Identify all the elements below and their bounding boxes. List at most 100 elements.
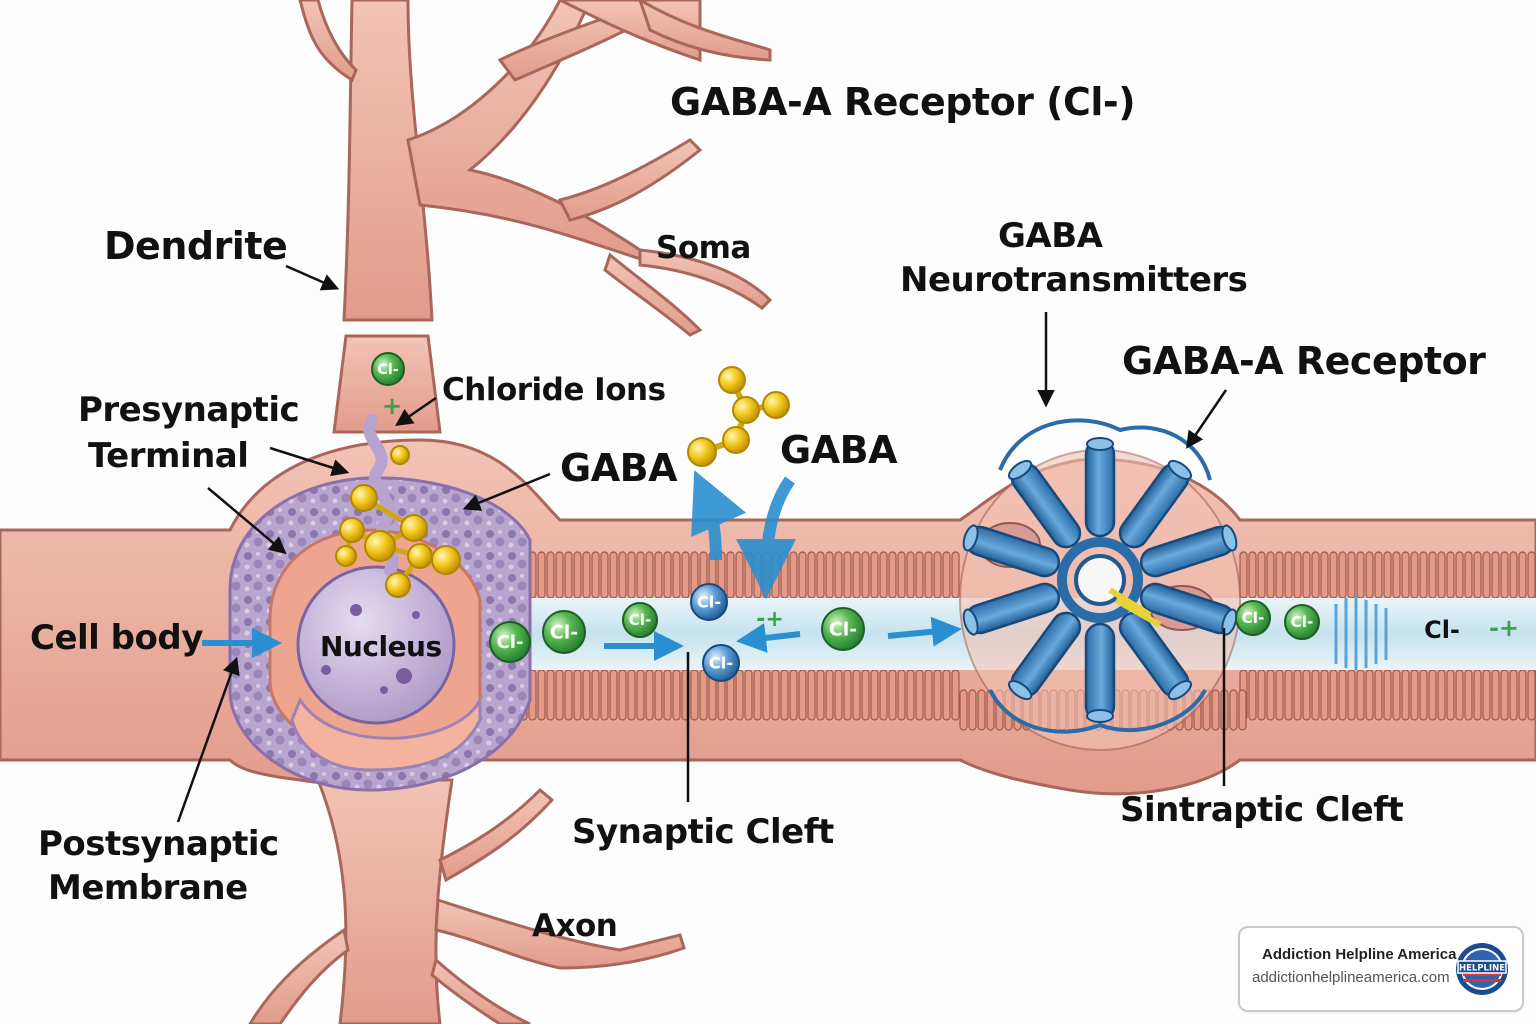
membrane-stripe: [1527, 669, 1536, 721]
membrane-stripe: [672, 669, 681, 721]
receptor-helix: [962, 524, 1061, 578]
label-gaba-neuro-line2: Neurotransmitters: [900, 260, 1248, 300]
membrane-stripe: [1275, 669, 1284, 721]
membrane-stripe: [834, 669, 843, 721]
chloride-ion-label: Cl-: [697, 592, 721, 611]
membrane-stripe: [1211, 689, 1220, 731]
membrane-stripe: [1320, 669, 1329, 721]
receptor-helix: [1139, 524, 1238, 578]
gaba-molecule: [400, 514, 428, 542]
membrane-stripe: [1238, 689, 1247, 731]
membrane-stripe: [1365, 669, 1374, 721]
membrane-stripe: [825, 669, 834, 721]
badge-url[interactable]: addictionhelplineamerica.com: [1252, 969, 1450, 986]
label-chloride-ions: Chloride Ions: [442, 372, 666, 408]
membrane-stripe: [762, 669, 771, 721]
leader-lines: [176, 264, 1228, 823]
membrane-stripe: [843, 551, 852, 599]
gaba-flow-arrows: [202, 470, 962, 661]
membrane-stripe: [1464, 669, 1473, 721]
membrane-stripe: [906, 669, 915, 721]
gaba-molecule: [407, 543, 433, 569]
membrane-stripe: [1302, 551, 1311, 599]
membrane-stripe: [924, 551, 933, 599]
membrane-stripe: [681, 551, 690, 599]
membrane-stripe: [959, 689, 968, 731]
membrane-stripe: [1401, 669, 1410, 721]
membrane-stripe: [1392, 669, 1401, 721]
membrane-stripe: [780, 669, 789, 721]
label-postsynaptic-line2: Membrane: [48, 868, 248, 908]
membrane-stripe: [1455, 551, 1464, 599]
membrane-stripe: [1500, 669, 1509, 721]
membrane-stripe: [1482, 551, 1491, 599]
membrane-stripe: [1311, 551, 1320, 599]
membrane-stripe: [591, 551, 600, 599]
membrane-stripe: [564, 551, 573, 599]
gaba-molecule: [335, 545, 357, 567]
membrane-stripe: [1473, 669, 1482, 721]
label-gaba-neuro-line1: GABA: [998, 216, 1103, 256]
chloride-ion-label: Cl-: [1242, 609, 1265, 627]
membrane-stripe: [1509, 551, 1518, 599]
membrane-stripe: [897, 551, 906, 599]
membrane-stripe: [582, 669, 591, 721]
membrane-stripe: [1293, 551, 1302, 599]
membrane-stripe: [627, 551, 636, 599]
membrane-stripe: [1284, 551, 1293, 599]
membrane-stripe: [654, 669, 663, 721]
membrane-stripe: [1266, 669, 1275, 721]
label-gaba-a-receptor: GABA-A Receptor: [1122, 339, 1486, 383]
membrane-stripe: [1428, 551, 1437, 599]
membrane-stripe: [915, 669, 924, 721]
receptor-helix: [1084, 622, 1116, 723]
membrane-stripe: [564, 669, 573, 721]
membrane-stripe: [834, 551, 843, 599]
chloride-ion-label: Cl-: [550, 621, 578, 643]
label-cell-body: Cell body: [30, 618, 203, 658]
membrane-stripe: [1365, 551, 1374, 599]
membrane-stripe: [600, 669, 609, 721]
membrane-stripe: [798, 551, 807, 599]
membrane-stripe: [609, 669, 618, 721]
chloride-ion-label: Cl-: [829, 618, 857, 640]
membrane-stripe: [1491, 669, 1500, 721]
chloride-ion: Cl-: [542, 610, 586, 654]
receptor-helix: [1139, 582, 1238, 636]
gaba-molecule: [339, 517, 365, 543]
membrane-stripe: [977, 689, 986, 731]
membrane-stripe: [618, 551, 627, 599]
label-synaptic-cleft: Synaptic Cleft: [572, 812, 834, 852]
membrane-stripe: [1311, 669, 1320, 721]
membrane-stripe: [861, 551, 870, 599]
membrane-stripe: [663, 551, 672, 599]
membrane-stripe: [852, 551, 861, 599]
helpline-badge[interactable]: Addiction Helpline America addictionhelp…: [1238, 926, 1524, 1012]
membrane-stripe: [600, 551, 609, 599]
membrane-stripe: [753, 669, 762, 721]
membrane-stripe: [1329, 669, 1338, 721]
chloride-ion: Cl-: [690, 583, 728, 621]
label-presynaptic-line1: Presynaptic: [78, 390, 300, 430]
membrane-stripe: [1383, 669, 1392, 721]
membrane-stripe: [537, 551, 546, 599]
chloride-ions: Cl-Cl-Cl-Cl-Cl-Cl-Cl-Cl-Cl-+-+-+Cl-: [371, 352, 1519, 682]
membrane-stripe: [807, 551, 816, 599]
membrane-stripe: [942, 669, 951, 721]
membrane-stripe: [771, 669, 780, 721]
membrane-stripe: [1229, 689, 1238, 731]
membrane-stripe: [897, 669, 906, 721]
dendrite-trunk: [298, 0, 773, 337]
membrane-stripe: [1248, 669, 1257, 721]
membrane-stripe: [726, 551, 735, 599]
membrane-stripe: [546, 551, 555, 599]
chloride-ion: Cl-: [622, 602, 658, 638]
membrane-stripe: [861, 669, 870, 721]
membrane-stripe: [1410, 669, 1419, 721]
membrane-stripe: [942, 551, 951, 599]
membrane-stripe: [618, 669, 627, 721]
label-gaba-left: GABA: [560, 446, 677, 490]
membrane-stripe: [1248, 551, 1257, 599]
membrane-stripe: [968, 689, 977, 731]
membrane-stripe: [1527, 551, 1536, 599]
